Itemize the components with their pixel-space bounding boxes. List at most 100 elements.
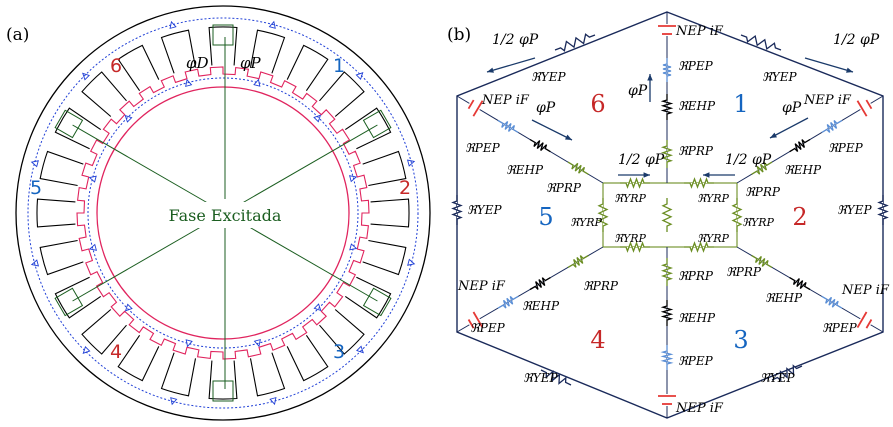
phase-number: 5 [30, 177, 42, 199]
label-ye-bottom-right: ℜYEP [760, 371, 795, 385]
resistor-eh-top [660, 94, 674, 120]
resistor-eh-upper-right [789, 138, 811, 153]
mmf-source-top [658, 24, 676, 36]
flux-arrowhead [269, 396, 277, 406]
resistor-ye-left [451, 195, 463, 225]
arrow-flux-right-head [770, 132, 777, 138]
label-flux-right: φP [782, 100, 802, 116]
label-mmf-top: NEP iF [675, 24, 724, 39]
source-plate-long [856, 100, 868, 117]
flux-arrowhead [356, 345, 364, 354]
excitation-line [72, 219, 214, 302]
label-half-flux-top-left: 1/2 φP [492, 32, 539, 48]
resistor-ye-bottom-left [540, 369, 572, 386]
center-label-bg [158, 202, 292, 228]
resistor-yr-left [597, 198, 609, 232]
label-ye-top-left: ℜYEP [531, 70, 566, 84]
phase-number-b: 1 [733, 90, 748, 118]
network-wires [456, 11, 884, 419]
label-pe-lower-left: ℜPEP [470, 321, 506, 335]
flux-arrowhead [313, 303, 322, 312]
label-yr-3: ℜYRP [614, 232, 646, 245]
flux-arrowhead [169, 20, 177, 30]
mmf-source-lower-left [464, 311, 485, 333]
resistor-pe-lower-left [497, 295, 519, 309]
flux-arrowhead [88, 175, 97, 183]
flux-arrowhead [88, 243, 98, 251]
phase-number: 6 [110, 55, 122, 77]
resistor-pe-lower-right [821, 295, 843, 309]
flux-arrowhead [82, 346, 91, 354]
flux-arrowhead [348, 175, 358, 183]
phase-number: 3 [333, 341, 345, 363]
arrow-half-flux-top-left-head [487, 67, 494, 73]
source-plate-short [865, 99, 873, 110]
label-yr-2: ℜYRP [697, 192, 729, 205]
phase-number: 1 [333, 55, 345, 77]
source-plate-long [856, 311, 868, 329]
flux-p-label: φP [240, 54, 262, 72]
arrow-flux-top-head [647, 74, 653, 81]
source-gap [464, 311, 485, 333]
flux-arrowhead [253, 78, 261, 87]
label-eh-bottom: ℜEHP [678, 311, 716, 325]
resistor-ye-top-left [554, 33, 596, 52]
label-mmf-lower-right: NEP iF [841, 283, 890, 298]
arrow-half-flux-top-right [804, 57, 854, 73]
excitation-line [236, 219, 378, 302]
mmf-source-lower-right [855, 311, 876, 333]
arrow-half-flux-right-head [703, 172, 710, 178]
label-half-flux-top-right: 1/2 φP [833, 32, 880, 48]
source-plate-long [472, 100, 484, 117]
label-yr-6: ℜYRP [742, 216, 774, 229]
flux-arrowhead [170, 397, 178, 406]
excitation-lines [72, 37, 378, 389]
flux-arrowhead [349, 243, 358, 251]
resistor-eh-lower-left [529, 277, 551, 291]
source-plate-short [865, 319, 873, 329]
flux-arrowhead [185, 78, 193, 88]
resistor-yr-bottom-right [684, 241, 714, 253]
label-mmf-upper-left: NEP iF [481, 93, 530, 108]
excited-pole-box [54, 109, 84, 139]
label-pr-lower-right: ℜPRP [726, 265, 762, 279]
flux-arrowhead [185, 339, 193, 348]
flux-d-label: φD [186, 54, 209, 72]
phase-number-b: 6 [590, 90, 605, 118]
resistor-pe-upper-left [497, 119, 519, 134]
flux-arrowhead [313, 114, 322, 123]
rotor-circle [96, 86, 350, 340]
flux-arrowhead [30, 259, 40, 267]
stator-slots [36, 26, 410, 400]
mmf-source-upper-right [855, 95, 876, 118]
excited-pole-box [362, 287, 392, 317]
label-ye-top-right: ℜYEP [762, 70, 797, 84]
flux-arrowhead [268, 20, 276, 29]
phase-number-b: 5 [538, 203, 553, 231]
label-pe-top: ℜPEP [678, 59, 714, 73]
label-eh-lower-left: ℜEHP [522, 299, 560, 313]
outer-flux-path [27, 17, 419, 409]
label-half-flux-left: 1/2 φP [618, 152, 665, 168]
rotor-teeth [76, 66, 370, 360]
flux-arrowhead [124, 303, 133, 312]
flux-arrows [30, 20, 416, 406]
label-pr-upper-left: ℜPRP [546, 181, 582, 195]
source-plate-long [472, 311, 484, 329]
resistor-pe-upper-right [821, 119, 843, 134]
excitation-line [236, 124, 378, 207]
label-mmf-upper-right: NEP iF [803, 93, 852, 108]
resistor-ye-top-right [740, 34, 782, 51]
label-yr-1: ℜYRP [614, 192, 646, 205]
resistor-pr-upper-left [567, 161, 589, 175]
excited-pole-box [54, 287, 84, 317]
phase-number: 2 [399, 177, 411, 199]
resistor-ye-bottom-right [771, 364, 803, 382]
flux-arrowhead [82, 72, 90, 81]
flux-arrowhead [406, 159, 416, 167]
label-flux-left: φP [536, 100, 556, 116]
resistor-ye-right [877, 195, 889, 225]
arrow-half-flux-top-left [486, 57, 536, 73]
